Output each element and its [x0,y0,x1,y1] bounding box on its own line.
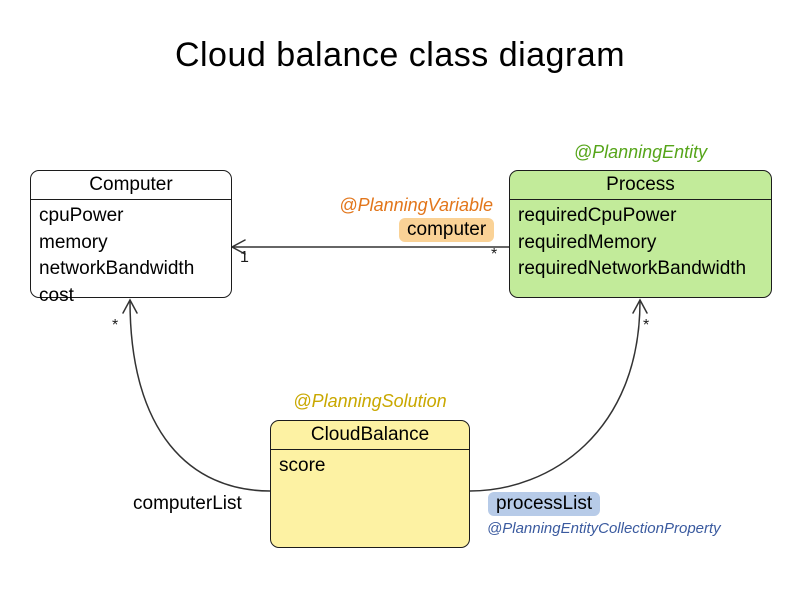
field-cost: cost [39,284,74,306]
computer-role-label: computer [399,218,495,242]
process-fields: requiredCpuPower requiredMemory required… [510,200,771,283]
planning-entity-annotation: @PlanningEntity [573,142,708,162]
planning-variable-annotation: @PlanningVariable [339,195,493,215]
cloudbalance-class-box: CloudBalance score [270,420,470,548]
multiplicity-computer-side: 1 [240,249,249,266]
field-requirednetworkbandwidth: requiredNetworkBandwidth [518,258,747,279]
process-class-box: Process requiredCpuPower requiredMemory … [509,170,772,298]
planning-entity-collection-property-annotation: @PlanningEntityCollectionProperty [487,520,721,537]
cloudbalance-computer-association-curve [129,300,271,492]
arrowhead-up-process-icon [632,298,648,314]
field-networkbandwidth: networkBandwidth [39,258,195,279]
processlist-role-label: processList [488,492,601,516]
cloudbalance-class-name: CloudBalance [271,421,469,450]
computer-class-box: Computer cpuPower memory networkBandwidt… [30,170,232,306]
cloudbalance-fields: score [271,450,469,480]
multiplicity-processlist: * [643,317,650,334]
field-cpupower: cpuPower [39,205,124,226]
multiplicity-computerlist: * [112,317,119,334]
multiplicity-process-side: * [491,246,498,263]
field-memory: memory [39,231,108,253]
computer-fields: cpuPower memory networkBandwidth cost [31,200,231,309]
computerlist-role-label: computerList [133,493,242,514]
field-requiredmemory: requiredMemory [518,231,657,253]
field-requiredcpupower: requiredCpuPower [518,205,677,226]
computer-class-name: Computer [31,171,231,200]
field-score: score [279,455,326,476]
cloudbalance-process-association-curve [469,300,641,492]
process-class-name: Process [510,171,771,200]
diagram-title: Cloud balance class diagram [174,36,626,74]
planning-solution-annotation: @PlanningSolution [293,391,447,411]
